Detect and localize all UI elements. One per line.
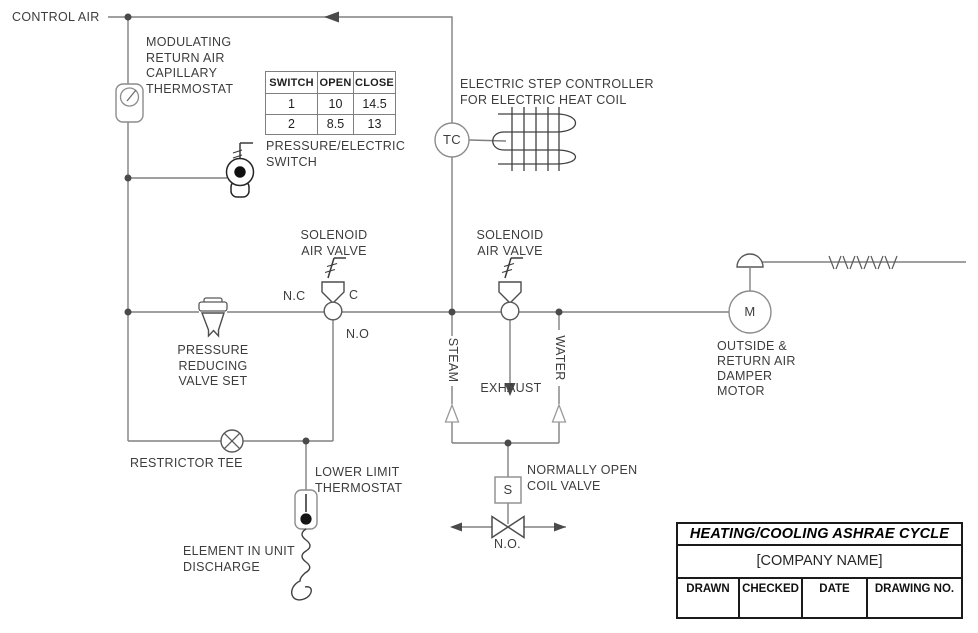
- modulating-thermostat-label: MODULATING RETURN AIR CAPILLARY THERMOST…: [146, 35, 234, 96]
- drawing-title: HEATING/COOLING ASHRAE CYCLE: [678, 524, 961, 546]
- junction-dots: [124, 13, 563, 447]
- pressure-reducing-valve-symbol: [198, 297, 228, 338]
- pressure-electric-switch-symbol: [225, 142, 255, 198]
- coil-valve-symbol: [491, 476, 525, 539]
- restrictor-tee-label: RESTRICTOR TEE: [130, 456, 243, 470]
- solenoid-valve-1-label: SOLENOID AIR VALVE: [300, 228, 368, 258]
- motor-letter: M: [744, 304, 756, 319]
- col-close: CLOSE: [353, 71, 396, 94]
- port-no-label: N.O: [346, 327, 370, 341]
- solenoid-air-valve-2-symbol: [498, 257, 523, 321]
- damper-motor-label: OUTSIDE & RETURN AIR DAMPER MOTOR: [717, 339, 796, 398]
- restrictor-tee-symbol: [220, 429, 244, 453]
- title-block: HEATING/COOLING ASHRAE CYCLE [COMPANY NA…: [676, 522, 963, 619]
- steam-label: STEAM: [446, 337, 460, 383]
- cell-open-1: 10: [317, 93, 354, 115]
- step-controller-label: ELECTRIC STEP CONTROLLER FOR ELECTRIC HE…: [460, 77, 654, 107]
- pressure-reducing-label: PRESSURE REDUCING VALVE SET: [177, 343, 249, 388]
- field-drawing-no: DRAWING NO.: [874, 583, 955, 595]
- element-discharge-label: ELEMENT IN UNIT DISCHARGE: [183, 544, 295, 574]
- port-c-label: C: [349, 288, 359, 302]
- electric-heat-coil-symbol: [492, 107, 576, 171]
- table-row: 2 8.5 13: [265, 113, 396, 135]
- coil-valve-label: NORMALLY OPEN COIL VALVE: [527, 463, 638, 493]
- check-arrows: [444, 403, 567, 423]
- company-name: [COMPANY NAME]: [678, 546, 961, 579]
- cell-open-2: 8.5: [317, 113, 354, 135]
- cell-close-2: 13: [353, 113, 396, 135]
- control-air-label: CONTROL AIR: [12, 10, 100, 24]
- lower-limit-label: LOWER LIMIT THERMOSTAT: [315, 465, 403, 495]
- pressure-electric-switch-table: SWITCH OPEN CLOSE 1 10 14.5 2 8.5 13: [265, 71, 396, 135]
- cell-close-1: 14.5: [353, 93, 396, 115]
- solenoid-air-valve-1-symbol: [321, 257, 346, 321]
- temp-controller-letter: TC: [443, 132, 461, 147]
- exhaust-arrow: [504, 383, 516, 396]
- water-label: WATER: [553, 335, 567, 381]
- cell-switch-2: 2: [265, 113, 318, 135]
- exhaust-label: EXHAUST: [480, 381, 542, 395]
- col-open: OPEN: [317, 71, 354, 94]
- solenoid-letter: S: [503, 482, 513, 497]
- title-block-fields: DRAWN CHECKED DATE DRAWING NO.: [678, 579, 961, 619]
- table-header-row: SWITCH OPEN CLOSE: [265, 71, 396, 94]
- col-switch: SWITCH: [265, 71, 318, 94]
- control-air-arrow: [324, 11, 339, 23]
- valve-no-label: N.O.: [494, 537, 521, 551]
- solenoid-valve-2-label: SOLENOID AIR VALVE: [476, 228, 544, 258]
- damper-motor-symbol: [728, 253, 772, 334]
- valve-right-arrow: [554, 522, 566, 532]
- field-drawn: DRAWN: [678, 579, 740, 619]
- cell-switch-1: 1: [265, 93, 318, 115]
- table-row: 1 10 14.5: [265, 93, 396, 115]
- port-nc-label: N.C: [283, 289, 306, 303]
- flow-arrowheads: [324, 11, 566, 532]
- field-date: DATE: [803, 579, 868, 619]
- field-checked: CHECKED: [740, 579, 803, 619]
- valve-left-arrow: [450, 522, 462, 532]
- lower-limit-thermostat-symbol: [291, 489, 318, 601]
- capillary-element-squiggle: [291, 528, 312, 601]
- temp-controller-circle: [434, 122, 470, 158]
- damper-blades-symbol: [828, 255, 898, 270]
- pe-switch-caption: PRESSURE/ELECTRIC SWITCH: [266, 139, 406, 169]
- modulating-thermostat-symbol: [115, 83, 144, 123]
